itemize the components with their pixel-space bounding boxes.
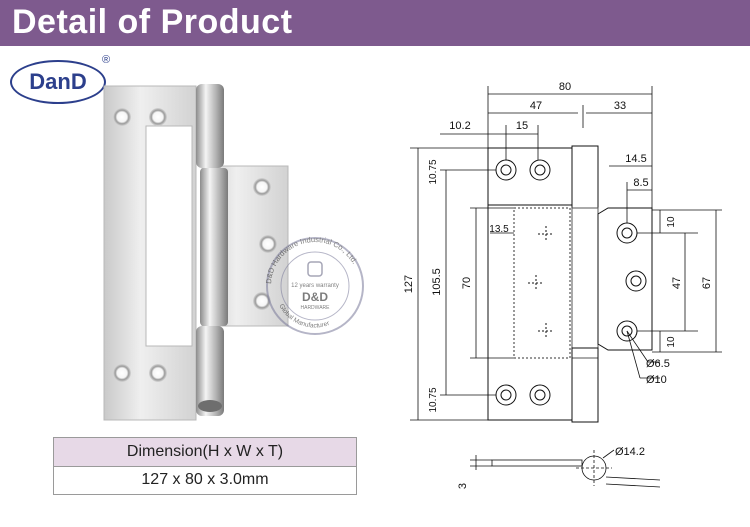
stamp-warranty: 12 years warranty	[291, 283, 339, 289]
dimension-lines	[410, 86, 722, 488]
dim-8-5: 8.5	[633, 177, 648, 189]
side-profile	[491, 459, 583, 467]
knuckle-outline-top	[571, 145, 599, 209]
screw-hole	[113, 108, 131, 126]
header-banner: Detail of Product	[0, 0, 750, 46]
screw-hole	[253, 178, 271, 196]
screw-hole	[259, 235, 277, 253]
registered-mark: ®	[102, 54, 111, 66]
screw-hole	[149, 364, 167, 382]
screw-hole	[253, 292, 271, 310]
screw-hole	[113, 364, 131, 382]
inner-leaf-outline	[597, 207, 653, 351]
dim-80: 80	[559, 81, 571, 93]
dim-10-2: 10.2	[449, 120, 470, 132]
stamp-brand: D&D	[302, 290, 328, 304]
dim-thickness-3: 3	[457, 483, 469, 489]
logo-text: DanD	[29, 69, 87, 94]
knuckle-outline-mid	[571, 207, 599, 359]
stamp-sub: HARDWARE	[301, 305, 331, 311]
dim-33: 33	[614, 100, 626, 112]
dim-105-5: 105.5	[431, 268, 443, 296]
dim-70: 70	[461, 277, 473, 289]
dim-47: 47	[530, 100, 542, 112]
dimension-table-value: 127 x 80 x 3.0mm	[54, 467, 356, 494]
dim-127: 127	[403, 275, 415, 293]
dimension-table: Dimension(H x W x T) 127 x 80 x 3.0mm	[53, 437, 357, 495]
dim-right-47: 47	[671, 277, 683, 289]
dim-hole-10: Ø10	[646, 374, 667, 386]
dim-13-5: 13.5	[489, 224, 509, 235]
window-outline	[513, 207, 571, 359]
dim-hole-6-5: Ø6.5	[646, 358, 670, 370]
dimension-header-text: Dimension(H x W x T)	[126, 443, 284, 460]
knuckle-top	[196, 84, 224, 168]
outer-leaf	[103, 85, 197, 421]
dim-right-67: 67	[701, 277, 713, 289]
dim-pin-14-2: Ø14.2	[615, 446, 645, 458]
dim-15: 15	[516, 120, 528, 132]
screw-hole	[149, 108, 167, 126]
knuckle-middle	[200, 168, 228, 326]
dim-14-5: 14.5	[625, 153, 646, 165]
dim-10-75-top: 10.75	[428, 159, 439, 184]
knuckle-outline-bot	[571, 347, 599, 423]
page-title: Detail of Product	[12, 3, 293, 41]
brand-logo: DanD	[10, 60, 106, 104]
dimension-value-text: 127 x 80 x 3.0mm	[141, 471, 269, 488]
dim-right-10-top: 10	[666, 216, 677, 228]
dim-right-10-bottom: 10	[666, 336, 677, 348]
outer-plate-outline	[487, 147, 573, 206]
hole-group	[495, 159, 647, 406]
knuckle-bottom	[196, 326, 224, 416]
dimension-table-header: Dimension(H x W x T)	[54, 438, 356, 467]
dim-10-75-bottom: 10.75	[428, 387, 439, 412]
